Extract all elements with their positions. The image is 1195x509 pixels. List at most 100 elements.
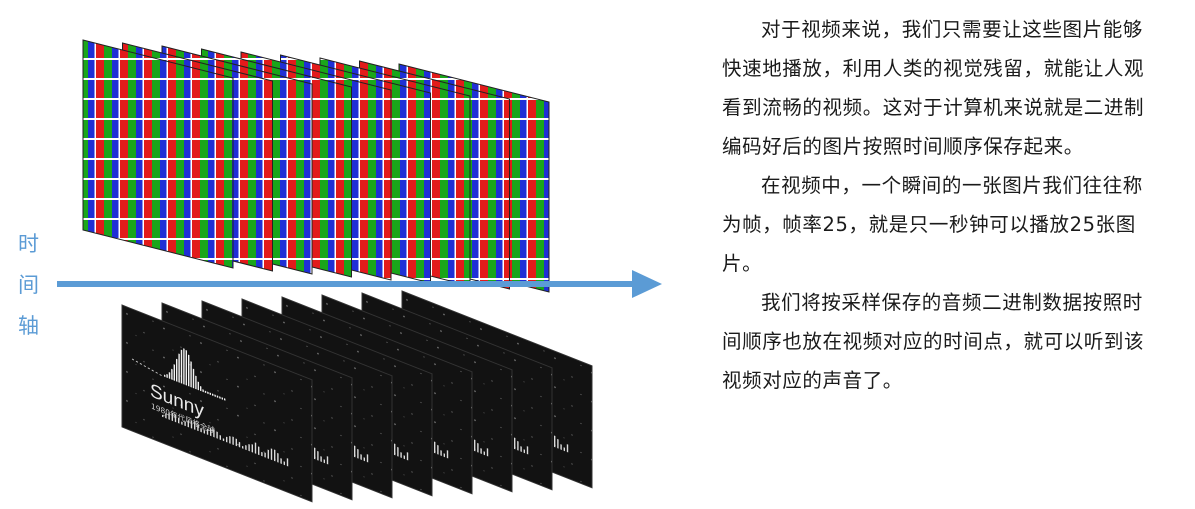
waveform-bar <box>394 443 396 456</box>
waveform-bar <box>183 348 185 385</box>
waveform-bar <box>314 447 316 460</box>
waveform-bar <box>264 452 266 458</box>
waveform-bar <box>200 428 202 433</box>
waveform-bar <box>180 349 183 384</box>
waveform-bar <box>171 412 173 422</box>
waveform-bar <box>354 445 356 458</box>
waveform-bar <box>270 448 273 461</box>
waveform-bar <box>474 439 476 452</box>
waveform-bar <box>222 438 225 442</box>
waveform-bar <box>323 459 326 464</box>
waveform-bar <box>213 428 215 438</box>
waveform-bar <box>192 368 195 389</box>
waveform-bar <box>219 396 221 399</box>
waveform-bar <box>242 445 244 449</box>
waveform-bar <box>283 461 286 466</box>
waveform-bar <box>317 450 319 461</box>
waveform-bar <box>477 442 479 453</box>
waveform-bar <box>443 453 446 458</box>
time-axis-arrow <box>57 270 662 298</box>
waveform-bar <box>517 440 519 451</box>
waveform-bar <box>483 451 486 456</box>
paragraph: 对于视频来说，我们只需要让这些图片能够快速地播放，利用人类的视觉残留，就能让人观… <box>722 18 1145 158</box>
waveform-bar <box>563 447 566 452</box>
waveform-bar <box>251 444 254 453</box>
waveform-bar <box>326 456 329 465</box>
image-frame <box>82 39 234 269</box>
axis-label-char: 间 <box>18 273 39 297</box>
paragraph: 在视频中，一个瞬间的一张图片我们往往称为帧，帧率25，就是只一秒钟可以播放25张… <box>722 174 1143 275</box>
waveform-bar <box>203 429 205 434</box>
waveform-bar <box>403 455 406 460</box>
paragraph: 我们将按采样保存的音频二进制数据按照时间顺序也放在视频对应的时间点，就可以听到该… <box>722 291 1145 392</box>
waveform-bar <box>194 421 196 430</box>
waveform-bar <box>204 390 207 394</box>
waveform-bar <box>406 452 409 461</box>
waveform-bar <box>171 368 173 380</box>
waveform-bar <box>216 395 219 398</box>
waveform-bar <box>235 438 237 447</box>
waveform-bar <box>400 452 402 458</box>
waveform-bar <box>190 361 192 388</box>
axis-label-char: 轴 <box>18 314 39 338</box>
waveform-bar <box>520 446 522 452</box>
waveform-bar <box>188 354 190 387</box>
waveform-bar <box>557 438 559 449</box>
waveform-bar <box>181 421 183 425</box>
waveform-bar <box>197 424 199 432</box>
waveform-bar <box>209 392 211 396</box>
waveform-bar <box>232 436 234 446</box>
waveform-bar <box>446 450 449 459</box>
waveform-bar <box>185 349 187 386</box>
waveform-bar <box>286 458 289 467</box>
waveform-bar <box>434 441 436 454</box>
waveform-bar <box>258 446 260 456</box>
waveform-bar <box>184 421 186 427</box>
waveform-bar <box>366 454 369 463</box>
waveform-bar <box>207 391 209 395</box>
waveform-bar <box>165 413 167 419</box>
waveform-bar <box>221 397 223 400</box>
waveform-bar <box>277 452 279 463</box>
waveform-bar <box>554 435 556 448</box>
waveform-bar <box>190 420 193 429</box>
waveform-bar <box>214 394 216 397</box>
waveform-bar <box>173 364 175 381</box>
waveform-bar <box>162 414 164 418</box>
waveform-bar <box>202 389 204 393</box>
waveform-bar <box>216 431 218 439</box>
explanation-text: 对于视频来说，我们只需要让这些图片能够快速地播放，利用人类的视觉残留，就能让人观… <box>722 10 1152 400</box>
waveform-bar <box>523 449 526 454</box>
waveform-bar <box>254 442 257 454</box>
waveform-bar <box>440 450 442 456</box>
axis-label-char: 时 <box>18 232 39 256</box>
waveform-bar <box>164 374 166 378</box>
waveform-bar <box>245 445 247 451</box>
waveform-bar <box>174 414 177 423</box>
waveform-bar <box>486 448 489 457</box>
waveform-bar <box>168 372 171 379</box>
waveform-bar <box>566 444 569 453</box>
waveform-bar <box>357 448 359 459</box>
waveform-bar <box>178 353 180 383</box>
waveform-bar <box>560 444 562 450</box>
image-frames-stack <box>82 39 550 293</box>
waveform-bar <box>267 449 270 459</box>
waveform-bar <box>480 448 482 454</box>
waveform-bar <box>224 398 226 401</box>
waveform-bar <box>229 435 231 444</box>
waveform-bar <box>206 428 209 435</box>
waveform-bar <box>280 458 282 464</box>
waveform-bar <box>219 434 221 440</box>
waveform-bar <box>178 417 180 424</box>
waveform-bar <box>195 375 197 390</box>
waveform-bar <box>397 446 399 457</box>
waveform-bar <box>437 444 439 455</box>
waveform-bar <box>274 449 276 462</box>
waveform-bar <box>197 381 199 391</box>
waveform-bar <box>360 454 362 460</box>
waveform-bar <box>168 412 170 420</box>
